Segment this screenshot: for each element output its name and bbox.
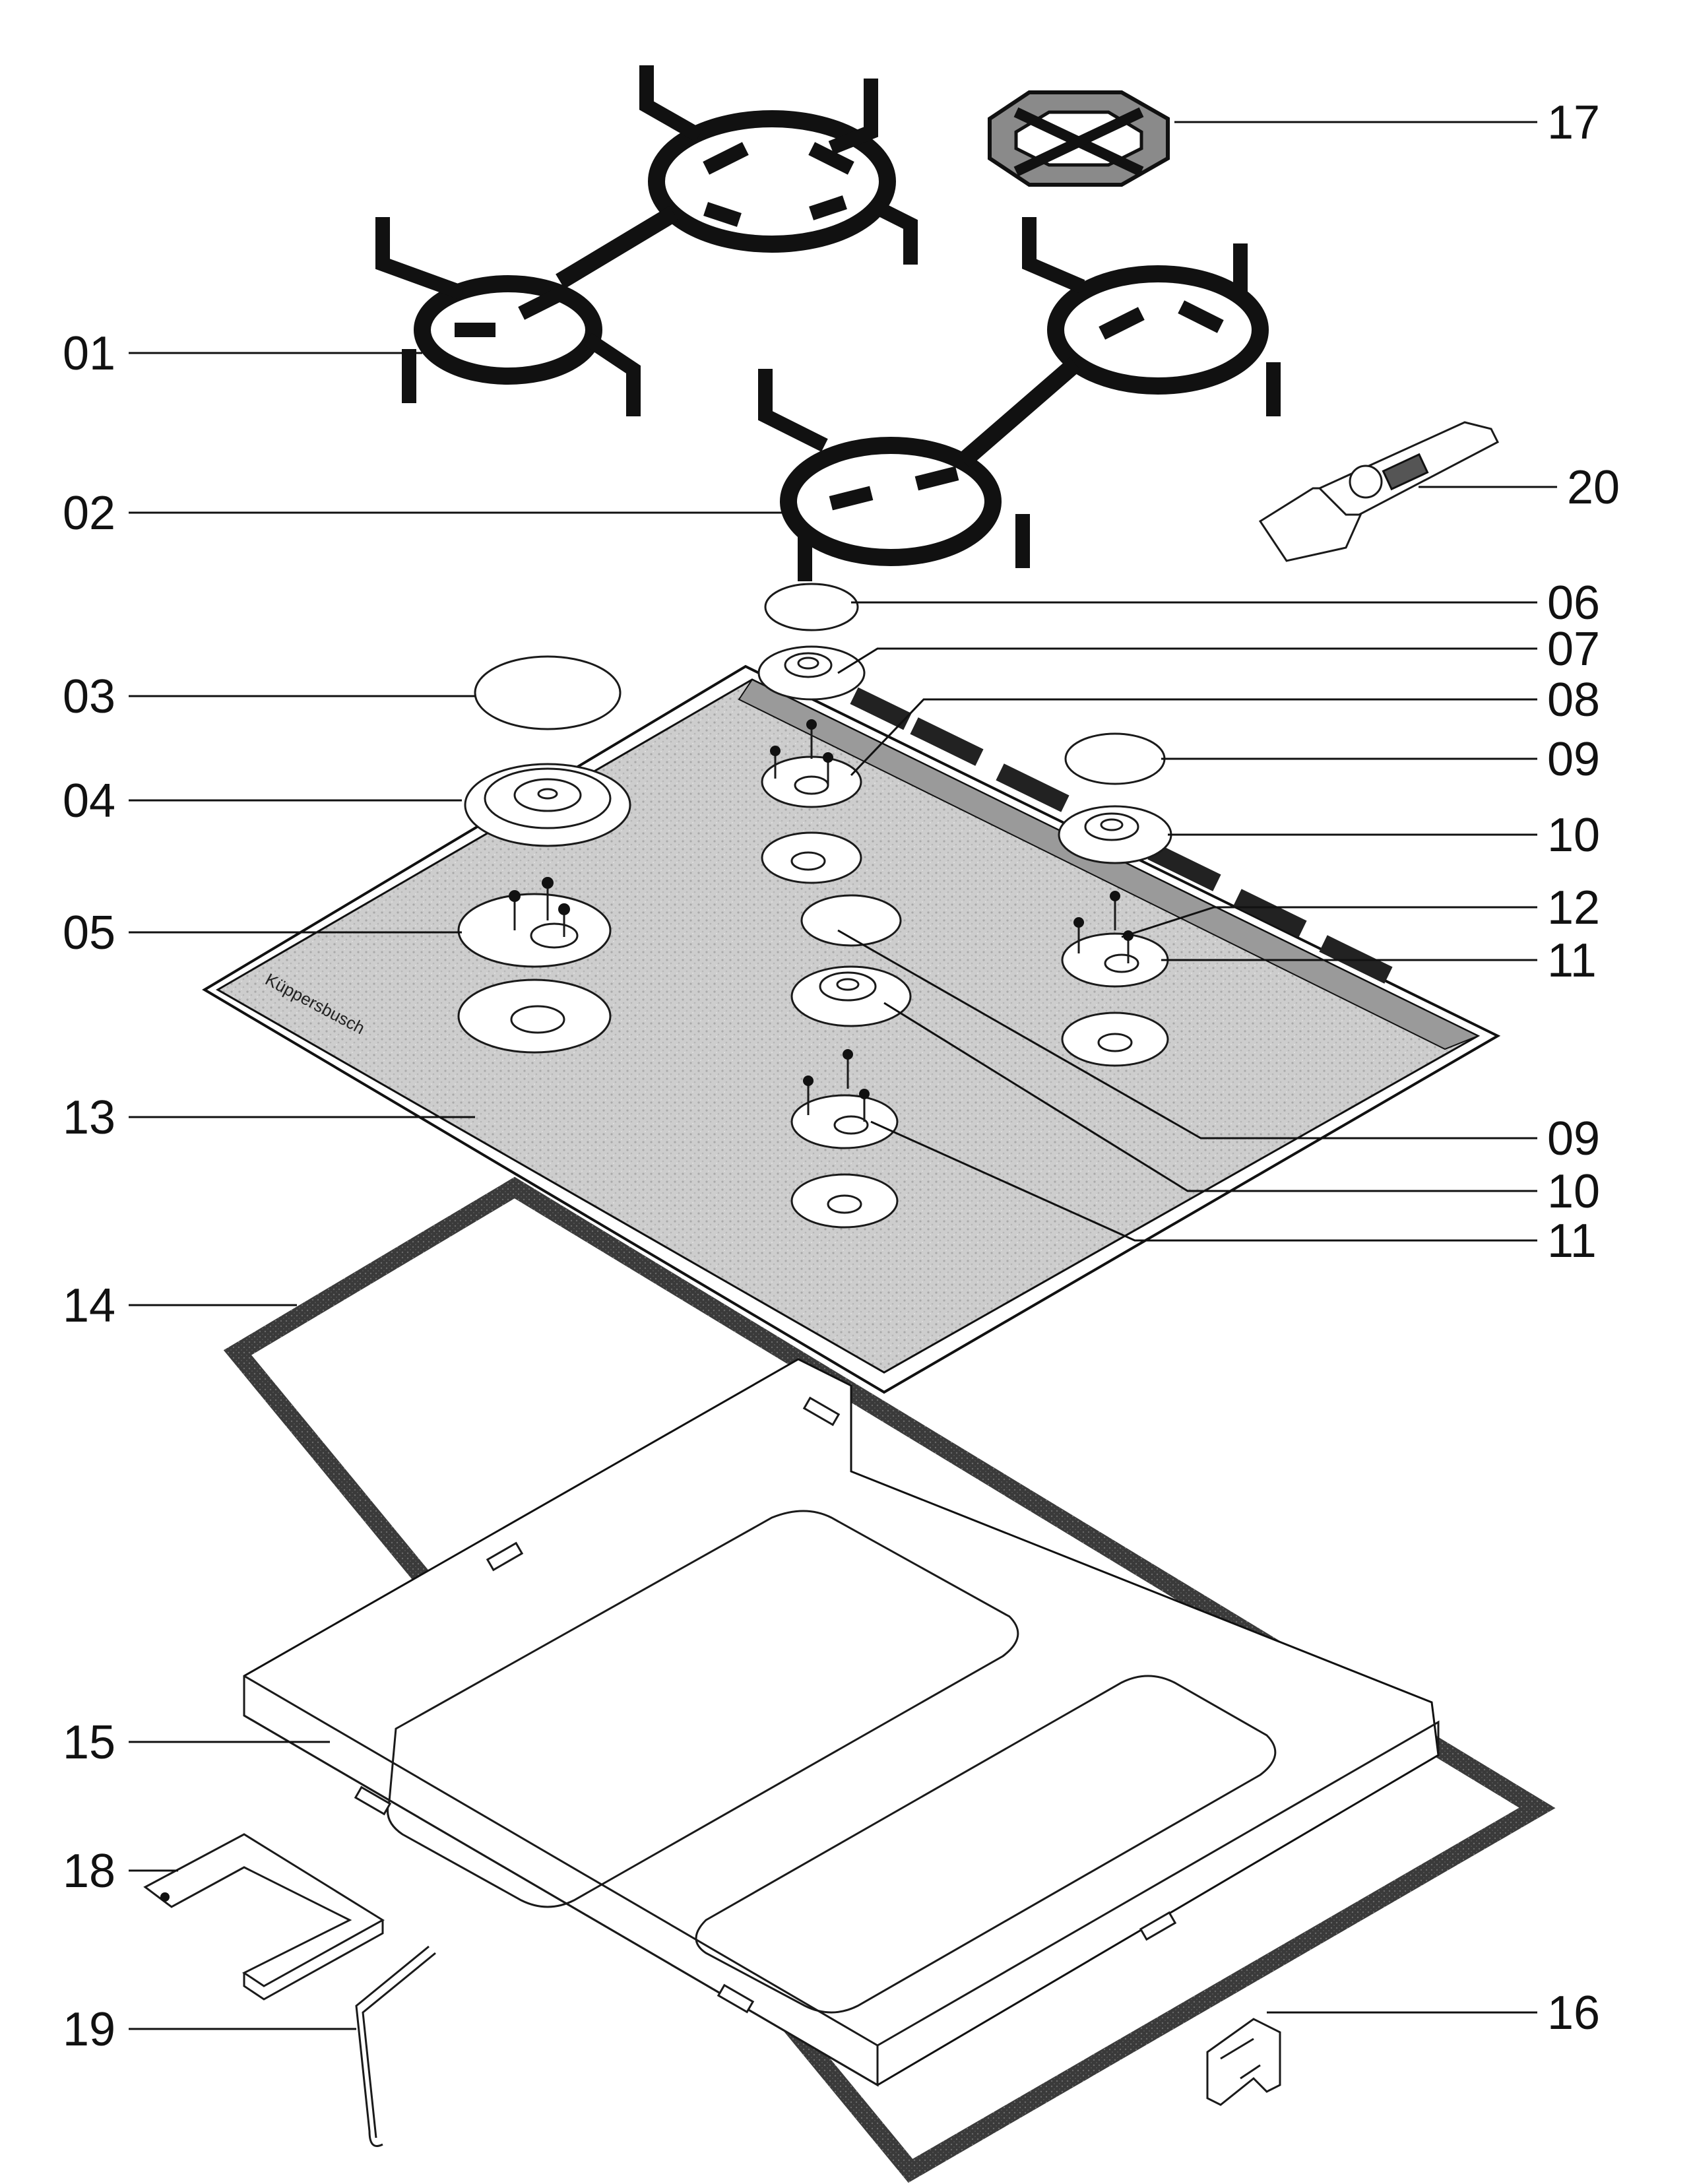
callout-09-upper: 09 <box>1547 733 1600 786</box>
callout-05: 05 <box>63 907 115 959</box>
callout-11-upper: 11 <box>1547 934 1597 987</box>
callout-12: 12 <box>1547 882 1600 934</box>
callout-10-lower: 10 <box>1547 1165 1600 1218</box>
locking-rod <box>355 1945 436 2147</box>
control-windows <box>850 687 1393 984</box>
callout-11-lower: 11 <box>1547 1215 1597 1268</box>
callout-labels: 01 02 03 04 05 13 14 15 18 19 17 20 06 0… <box>63 96 1620 2056</box>
housing-tray <box>243 1358 1440 2087</box>
burner-right <box>1058 732 1172 1067</box>
wok-ring <box>988 90 1170 187</box>
callout-17: 17 <box>1547 96 1600 149</box>
burner-front-center <box>790 894 912 1229</box>
pan-support-right <box>758 217 1281 581</box>
callout-04: 04 <box>63 775 115 827</box>
callout-15: 15 <box>63 1716 115 1769</box>
callout-19: 19 <box>63 2003 115 2056</box>
callout-03: 03 <box>63 670 115 723</box>
burner-back-center <box>757 583 866 884</box>
fixing-clip <box>1206 2018 1281 2106</box>
callout-18: 18 <box>63 1845 115 1898</box>
callout-07: 07 <box>1547 623 1600 676</box>
glass-scraper <box>1258 421 1499 562</box>
callout-10-upper: 10 <box>1547 809 1600 862</box>
callout-01: 01 <box>63 327 115 380</box>
callout-06: 06 <box>1547 577 1600 629</box>
pan-support-left <box>375 65 918 416</box>
callout-13: 13 <box>63 1091 115 1144</box>
callout-09-lower: 09 <box>1547 1112 1600 1165</box>
burner-left <box>457 655 631 1054</box>
callout-02: 02 <box>63 487 115 540</box>
callout-08: 08 <box>1547 674 1600 726</box>
callout-16: 16 <box>1547 1987 1600 2039</box>
leader-lines <box>129 121 1557 2030</box>
mounting-bracket <box>143 1833 385 2001</box>
callout-14: 14 <box>63 1279 115 1332</box>
callout-20: 20 <box>1567 461 1620 514</box>
